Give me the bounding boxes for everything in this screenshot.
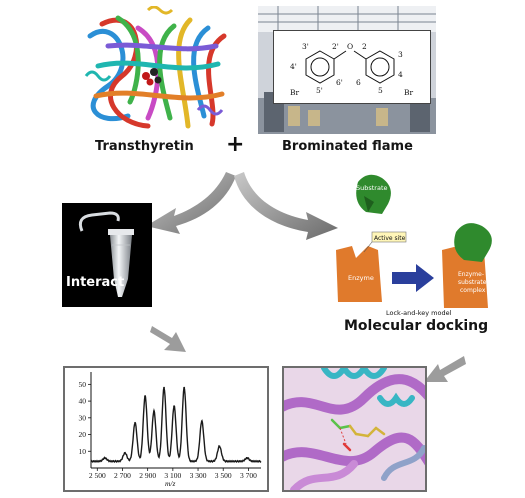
position-2prime: 2' (332, 42, 339, 51)
arrow-to-structure (424, 356, 466, 382)
y-tick-label: 10 (79, 447, 87, 456)
position-5prime: 5' (316, 86, 323, 95)
substrate-label: Substrate (356, 184, 388, 192)
spectrum-trace (90, 387, 262, 464)
diphenyl-ether-structure: O 3' 2' 4' 6' 5' 2 3 6 4 5 Br Br (290, 42, 414, 97)
x-axis-label: m/z (165, 479, 176, 488)
protein-label: Transthyretin (95, 139, 194, 154)
interact-label: Interact (66, 275, 125, 290)
spectrum-peak (134, 421, 136, 424)
spectrum-peak (163, 386, 165, 389)
spectrum-peak (246, 457, 249, 459)
y-tick-label: 50 (79, 380, 87, 389)
bromine-right-label: Br (404, 88, 414, 97)
substrate-shape (356, 174, 391, 214)
x-axis-ticks: 2 500 2 700 2 900 3 100 3 300 3 500 3 700 (89, 468, 257, 480)
spectrum-peak (173, 405, 176, 408)
spectrum-peak (144, 395, 147, 397)
spectrum-peak (183, 386, 186, 389)
complex-label-line3: complex (460, 287, 486, 294)
position-4: 4 (398, 70, 403, 79)
position-2: 2 (362, 42, 367, 51)
peak-markers (103, 386, 249, 459)
docked-complex-illustration (284, 368, 425, 490)
complex-label-line1: Enzyme- (458, 271, 484, 278)
x-tick-label: 2 500 (89, 471, 106, 480)
enzyme-substrate-complex (442, 223, 492, 308)
docking-panel: Substrate Active site Enzyme Enzyme- sub… (324, 168, 520, 340)
spectrum-peak (218, 445, 221, 448)
protein-ribbon-illustration (84, 5, 227, 129)
enzyme-shape (336, 246, 382, 302)
x-tick-label: 2 900 (139, 471, 156, 480)
model-caption: Lock-and-key model (386, 309, 452, 317)
spectrum-peak (200, 420, 203, 423)
enzyme-label: Enzyme (348, 274, 374, 282)
spectrum-peak (103, 457, 106, 459)
y-tick-label: 30 (79, 413, 87, 422)
mass-spectrum-panel: 10 20 30 40 50 2 500 2 700 2 900 3 100 3 300 3 50… (63, 366, 269, 492)
position-6prime: 6' (336, 78, 343, 87)
position-6: 6 (356, 78, 361, 87)
position-3: 3 (398, 50, 403, 59)
forward-arrow (392, 264, 434, 292)
ligand-sticks (330, 418, 386, 452)
complex-label-line2: substrate (458, 279, 487, 286)
active-site-label: Active site (374, 235, 406, 242)
x-tick-label: 3 100 (164, 471, 181, 480)
x-tick-label: 3 300 (190, 471, 207, 480)
bromine-left-label: Br (290, 88, 300, 97)
position-5: 5 (378, 86, 383, 95)
chart-axes (90, 372, 261, 469)
mass-spectrum-chart: 10 20 30 40 50 2 500 2 700 2 900 3 100 3 300 3 50… (79, 372, 262, 488)
x-tick-label: 3 500 (215, 471, 232, 480)
molecule-structure-box: O 3' 2' 4' 6' 5' 2 3 6 4 5 Br Br (273, 30, 431, 104)
arrow-to-docking (234, 172, 338, 240)
spectrum-peak (153, 410, 155, 413)
x-tick-label: 3 700 (240, 471, 257, 480)
plus-sign: + (226, 132, 245, 157)
compound-label: Brominated flame (282, 139, 413, 154)
active-site-callout (371, 231, 407, 243)
arrow-to-interact (146, 172, 236, 234)
docking-title: Molecular docking (344, 318, 489, 334)
interact-panel: Interact (62, 203, 152, 307)
y-tick-label: 20 (79, 430, 87, 439)
lock-and-key-diagram: Substrate Active site Enzyme Enzyme- sub… (336, 174, 492, 317)
spectrum-peak (124, 452, 126, 454)
arrow-to-spectrum (150, 326, 186, 352)
x-tick-label: 2 700 (114, 471, 131, 480)
position-3prime: 3' (302, 42, 309, 51)
position-4prime: 4' (290, 62, 297, 71)
docked-structure-panel (282, 366, 427, 492)
ligand-molecule (142, 68, 162, 86)
y-axis-ticks: 10 20 30 40 50 (79, 380, 91, 456)
protein-structure-image (78, 5, 236, 136)
split-arrows (146, 172, 338, 240)
y-tick-label: 40 (79, 397, 87, 406)
oxygen-atom-label: O (347, 42, 353, 51)
microtube-illustration (78, 211, 134, 297)
